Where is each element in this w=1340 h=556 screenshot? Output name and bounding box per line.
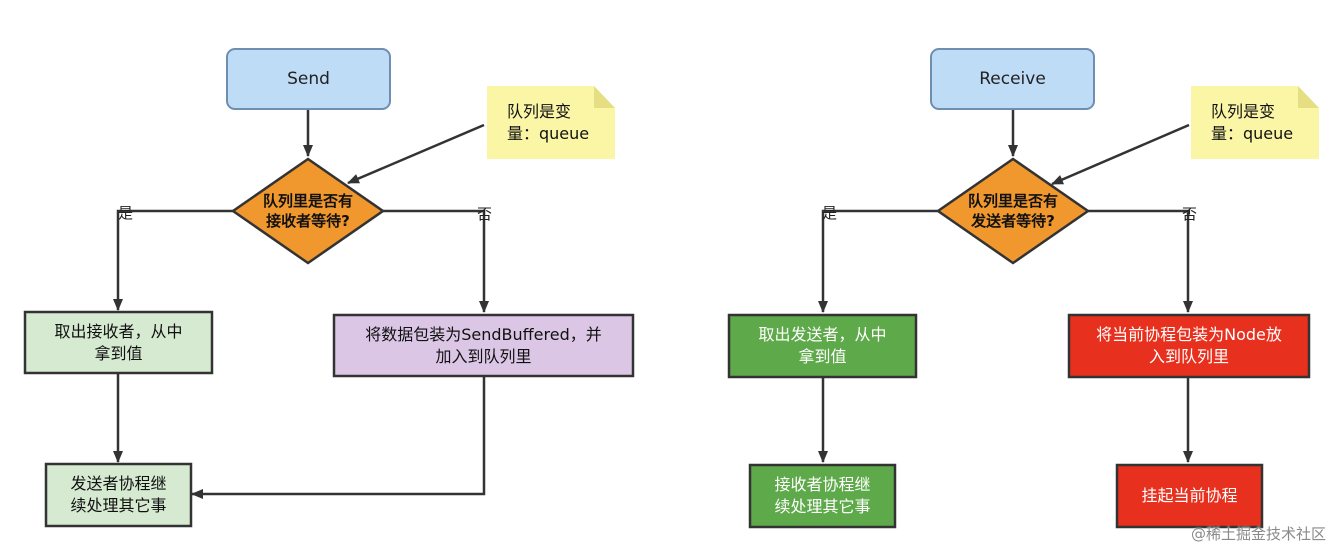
watermark: @稀土掘金技术社区: [1190, 525, 1326, 543]
receive-yes-end-box: [748, 463, 897, 529]
send-decision-diamond: [230, 157, 386, 265]
edge-no-box-to-end: [191, 377, 486, 499]
receive-flow: [727, 48, 1319, 529]
edge-decision-no: [382, 209, 489, 313]
send-start-node: [226, 48, 391, 110]
receive-decision-diamond: [935, 157, 1091, 265]
edge-decision-no-r: [1088, 209, 1193, 313]
receive-no-end-box: [1115, 463, 1264, 529]
edge-decision-yes: [113, 209, 234, 311]
receive-no-box: [1067, 313, 1311, 379]
receive-start-node: [930, 48, 1095, 110]
receive-note-fold: [1298, 86, 1319, 108]
send-no-box: [332, 313, 635, 378]
edge-note-to-decision-r: [1051, 123, 1190, 186]
edge-decision-yes-r: [818, 209, 938, 313]
send-flow: [23, 48, 635, 528]
receive-note-shape: [1191, 86, 1319, 159]
send-note-shape: [487, 86, 615, 159]
receive-yes-box: [727, 313, 918, 379]
send-note-fold: [594, 86, 615, 108]
send-end-box: [44, 462, 193, 528]
edge-note-to-decision: [347, 123, 485, 185]
send-yes-box: [23, 310, 214, 375]
